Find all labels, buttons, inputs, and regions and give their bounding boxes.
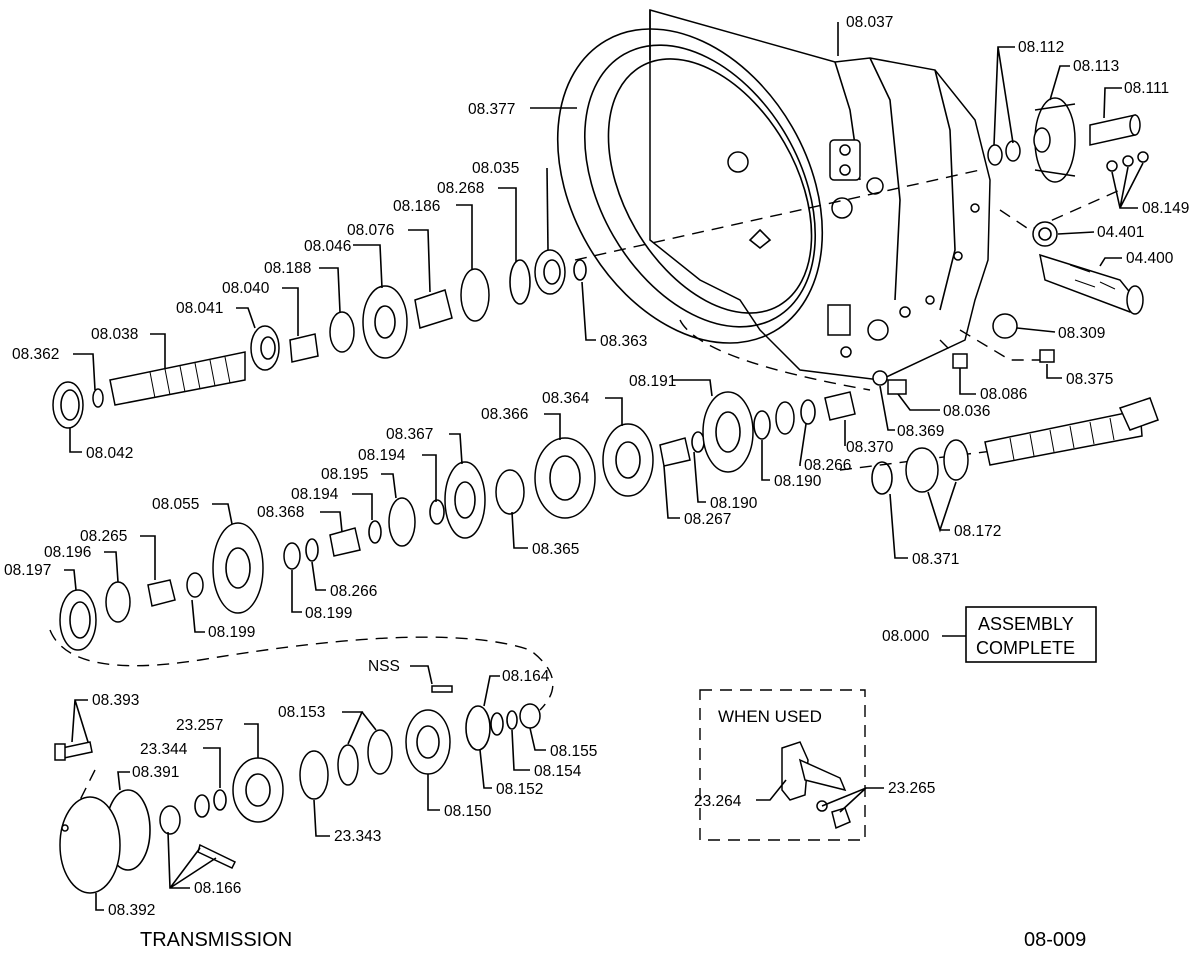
label-08-037: 08.037 xyxy=(846,14,893,31)
label-08-055: 08.055 xyxy=(152,496,199,513)
label-04-401: 04.401 xyxy=(1097,224,1144,241)
assembly-line-1: ASSEMBLY xyxy=(978,614,1074,634)
label-08-371: 08.371 xyxy=(912,551,959,568)
label-08-113: 08.113 xyxy=(1073,58,1119,75)
label-08-393: 08.393 xyxy=(92,692,139,709)
label-08-195: 08.195 xyxy=(321,466,368,483)
label-08-076: 08.076 xyxy=(347,222,394,239)
assembly-number: 08.000 xyxy=(882,628,930,645)
assembly-line-2: COMPLETE xyxy=(976,638,1075,658)
caption-transmission: TRANSMISSION xyxy=(140,929,292,951)
label-23-264: 23.264 xyxy=(694,793,742,810)
label-08-190b: 08.190 xyxy=(710,495,758,512)
label-08-149: 08.149 xyxy=(1142,200,1189,217)
upper-shaft-parts xyxy=(52,249,587,429)
label-08-194a: 08.194 xyxy=(358,447,406,464)
label-08-370: 08.370 xyxy=(846,439,894,456)
label-08-153: 08.153 xyxy=(278,704,325,721)
label-23-344: 23.344 xyxy=(140,741,188,758)
label-08-186: 08.186 xyxy=(393,198,440,215)
label-08-154: 08.154 xyxy=(534,763,582,780)
label-08-046: 08.046 xyxy=(304,238,351,255)
label-08-152: 08.152 xyxy=(496,781,543,798)
label-08-309: 08.309 xyxy=(1058,325,1105,342)
label-08-036: 08.036 xyxy=(943,403,990,420)
label-08-377: 08.377 xyxy=(468,101,515,118)
label-08-367: 08.367 xyxy=(386,426,433,443)
nss-label: NSS xyxy=(368,658,400,675)
label-08-196: 08.196 xyxy=(44,544,91,561)
label-08-086: 08.086 xyxy=(980,386,1027,403)
label-23-257: 23.257 xyxy=(176,717,223,734)
when-used-box xyxy=(699,689,866,841)
label-08-267: 08.267 xyxy=(684,511,731,528)
label-08-392: 08.392 xyxy=(108,902,155,919)
transmission-housing xyxy=(649,9,991,381)
part-labels: 08.037 08.377 08.112 08.113 08.111 08.14… xyxy=(4,14,1189,951)
label-08-364: 08.364 xyxy=(542,390,590,407)
leader-lines xyxy=(64,22,1144,911)
label-08-268: 08.268 xyxy=(437,180,484,197)
label-08-368: 08.368 xyxy=(257,504,304,521)
label-08-041: 08.041 xyxy=(176,300,223,317)
label-08-266: 08.266 xyxy=(804,457,851,474)
label-08-266b: 08.266 xyxy=(330,583,377,600)
top-right-parts xyxy=(872,97,1149,395)
label-04-400: 04.400 xyxy=(1126,250,1174,267)
label-08-363: 08.363 xyxy=(600,333,647,350)
label-08-172: 08.172 xyxy=(954,523,1001,540)
assembly-complete-box xyxy=(965,606,1097,663)
gasket-ring xyxy=(556,28,824,344)
label-08-188: 08.188 xyxy=(264,260,311,277)
label-08-040: 08.040 xyxy=(222,280,270,297)
label-08-038: 08.038 xyxy=(91,326,138,343)
label-08-366: 08.366 xyxy=(481,406,528,423)
label-08-365: 08.365 xyxy=(532,541,579,558)
label-08-375: 08.375 xyxy=(1066,371,1113,388)
label-08-197: 08.197 xyxy=(4,562,51,579)
label-08-166: 08.166 xyxy=(194,880,241,897)
label-08-042: 08.042 xyxy=(86,445,133,462)
label-08-150: 08.150 xyxy=(444,803,492,820)
label-08-391: 08.391 xyxy=(132,764,179,781)
label-23-343: 23.343 xyxy=(334,828,381,845)
caption-page-code: 08-009 xyxy=(1024,929,1086,951)
label-08-111: 08.111 xyxy=(1124,80,1169,97)
label-08-199a: 08.199 xyxy=(208,624,255,641)
label-08-190: 08.190 xyxy=(774,473,822,490)
label-23-265: 23.265 xyxy=(888,780,935,797)
middle-shaft-parts xyxy=(59,391,1159,651)
when-used-label: WHEN USED xyxy=(718,707,822,726)
label-08-155: 08.155 xyxy=(550,743,597,760)
label-08-194b: 08.194 xyxy=(291,486,339,503)
label-08-164: 08.164 xyxy=(502,668,550,685)
lower-parts xyxy=(54,685,541,894)
label-08-112: 08.112 xyxy=(1018,39,1064,56)
label-08-191: 08.191 xyxy=(629,373,676,390)
label-08-362: 08.362 xyxy=(12,346,59,363)
label-08-265: 08.265 xyxy=(80,528,127,545)
label-08-199b: 08.199 xyxy=(305,605,352,622)
label-08-369: 08.369 xyxy=(897,423,944,440)
label-08-035: 08.035 xyxy=(472,160,519,177)
